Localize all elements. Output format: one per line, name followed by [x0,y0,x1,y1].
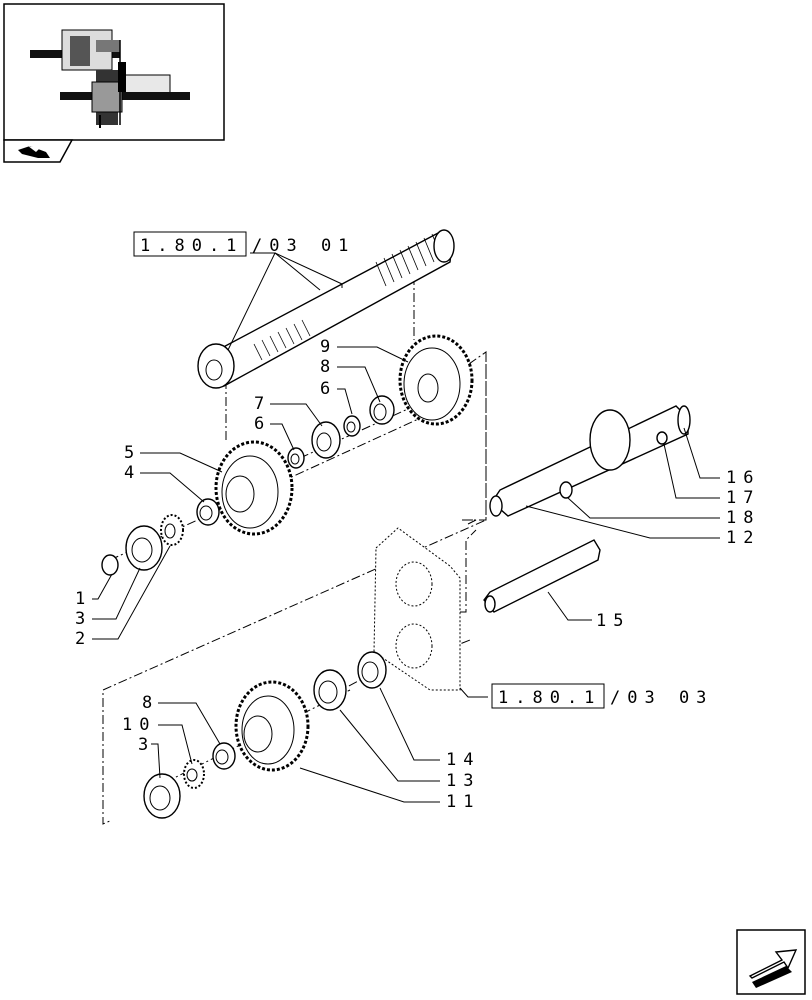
part-label: 12 [726,528,760,548]
gear-9 [398,334,474,426]
part-label: 13 [446,771,480,791]
part-labels: 1 2 3 4 5 6 6 7 8 8 9 10 11 12 13 14 15 … [75,337,760,812]
part-label: 4 [124,463,134,483]
reference-top-boxed: 1.80.1 [140,236,243,256]
leader-lines [92,252,720,803]
gear-5 [214,440,294,536]
cap-1 [101,554,119,576]
key-18 [559,481,573,499]
tractor-transmission-thumbnail-icon [30,29,190,128]
synchro-ring-3 [125,525,163,571]
reference-top[interactable]: 1.80.1 /03 01 [133,231,355,257]
shaft-15 [483,539,601,613]
pin-17 [656,431,668,445]
gear-11 [234,680,310,772]
input-shaft [197,229,455,389]
part-label: 14 [446,750,480,770]
part-label: 6 [320,379,330,399]
bearing-8-lower [212,742,236,770]
part-label: 15 [596,611,630,631]
part-label: 3 [138,735,148,755]
part-label: 3 [75,609,85,629]
washer-6-lower [287,447,305,469]
part-label: 10 [122,715,156,735]
reference-mid-boxed: 1.80.1 [498,688,601,708]
reference-mid-rest: /03 03 [610,688,713,708]
bearing-8-top [369,395,395,425]
bearing-7 [311,421,341,459]
thumbnail-panel[interactable] [3,3,225,163]
reference-top-rest: /03 01 [252,236,355,256]
bearing-4 [196,498,220,526]
part-label: 8 [142,693,152,713]
part-label: 6 [254,414,264,434]
part-label: 1 [75,589,85,609]
part-label: 11 [446,792,480,812]
part-label: 2 [75,629,85,649]
small-gear-10 [183,759,205,789]
bearing-14 [357,651,387,689]
part-label: 8 [320,357,330,377]
part-label: 7 [254,394,264,414]
part-label: 16 [726,468,760,488]
housing-plate [373,527,461,691]
part-label: 18 [726,508,760,528]
small-gear-2 [160,514,184,546]
washer-6-top [343,415,361,437]
output-shaft-12 [489,405,691,517]
part-label: 17 [726,488,760,508]
book-icon[interactable] [3,139,74,163]
synchro-ring-3-lower [143,773,181,819]
bearing-13 [313,669,347,711]
next-page-arrow-icon[interactable] [736,929,806,995]
reference-mid[interactable]: 1.80.1 /03 03 [491,683,713,709]
part-label: 5 [124,443,134,463]
part-label: 9 [320,337,330,357]
